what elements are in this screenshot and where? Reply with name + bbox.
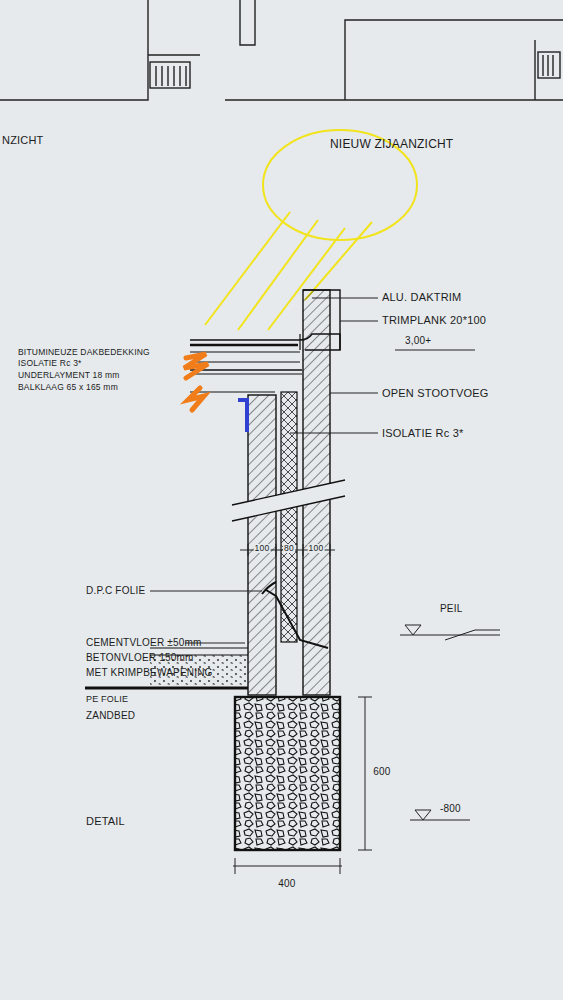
dpc-foil-line [262,582,328,648]
floor-layer-label: BETONVLOER 150mm [86,652,194,663]
level-mark: 3,00+ [405,335,431,346]
view-title: NZICHT [2,134,44,146]
dimension: 400 [278,878,295,889]
dimension: 100 [308,544,325,553]
floor-layer-label: MET KRIMPBEWAPENING [86,667,213,678]
floor-layer-label: ZANDBED [86,710,135,721]
floor-layer-label: CEMENTVLOER ±50mm [86,637,202,648]
roof-layer-label: ISOLATIE Rc 3* [18,359,82,368]
level-mark: -800 [440,803,461,814]
dimension: 100 [254,544,271,553]
leader-lines [150,298,378,643]
level-mark: PEIL [440,603,462,614]
floor-layer-label: PE FOLIE [86,695,128,705]
blue-marking [238,400,247,432]
orange-marking [184,354,208,410]
part-label: D.P.C FOLIE [86,585,145,596]
strip-foundation [235,697,340,850]
floor-slab [85,648,248,688]
roof-layer-label: UNDERLAYMENT 18 mm [18,371,120,380]
dimension-lines [233,350,500,874]
part-label: TRIMPLANK 20*100 [382,314,486,326]
view-title: NIEUW ZIJAANZICHT [330,138,453,151]
part-label: OPEN STOOTVOEG [382,387,489,399]
dimension: 600 [372,766,391,777]
part-label: ISOLATIE Rc 3* [382,427,463,439]
roof-layer-label: BITUMINEUZE DAKBEDEKKING [18,348,150,357]
cavity-wall [232,290,345,695]
elevation-view [0,0,563,100]
dimension: 80 [283,544,295,553]
detail-title: DETAIL [86,815,125,827]
part-label: ALU. DAKTRIM [382,291,461,303]
roof-layer-label: BALKLAAG 65 x 165 mm [18,383,118,392]
